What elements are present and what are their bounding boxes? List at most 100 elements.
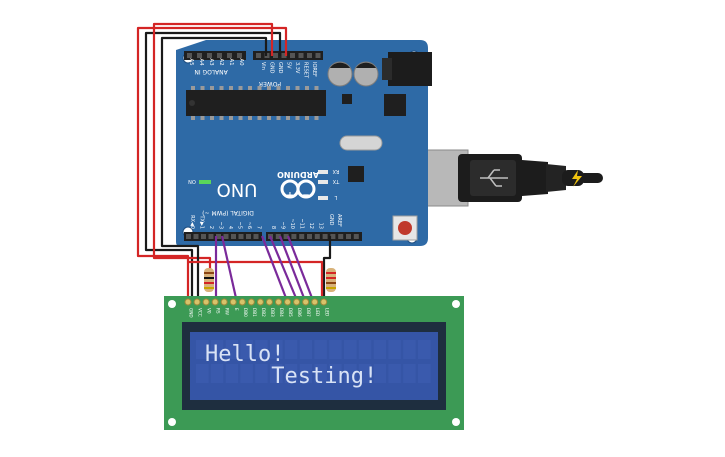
lcd-pin[interactable] — [247, 298, 255, 306]
digital-pin-label: TX▶1 — [199, 214, 205, 229]
lcd-pin[interactable] — [184, 298, 192, 306]
lcd-pin-header[interactable] — [184, 298, 328, 306]
analog-pin-label: A3 — [208, 58, 214, 66]
wire-gnd-black-3[interactable] — [322, 236, 332, 298]
crystal-oscillator — [339, 135, 383, 151]
lcd-char-cell — [225, 364, 239, 383]
power-led: ON — [188, 178, 211, 184]
wires[interactable] — [136, 22, 332, 299]
lcd-pin[interactable] — [211, 298, 219, 306]
digital-pin-label: 2 — [208, 226, 214, 229]
microcontroller-chip — [186, 86, 326, 120]
svg-text:L: L — [334, 194, 337, 200]
analog-power-header[interactable] — [184, 51, 323, 60]
lcd-char-cell — [418, 340, 431, 359]
lcd-pin[interactable] — [220, 298, 228, 306]
lcd-pin[interactable] — [284, 298, 292, 306]
lcd-pin[interactable] — [202, 298, 210, 306]
digital-pin-label: ~9 — [280, 222, 286, 229]
digital-pin-label: 12 — [308, 223, 314, 229]
lightning-icon — [572, 170, 582, 187]
wire-db7[interactable] — [286, 235, 314, 299]
power-pin-label: RESET — [303, 62, 309, 79]
lcd-char-cell — [284, 340, 298, 359]
lcd-pin-label: DB0 — [243, 308, 248, 317]
lcd-char-cell — [196, 340, 209, 359]
lcd-char-cell — [284, 364, 298, 383]
power-header-label: POWER — [259, 80, 281, 87]
aref-gnd-labels: AREF GND — [328, 214, 342, 227]
lcd-pin-label: VCC — [198, 308, 203, 317]
lcd-pin-label: E — [234, 308, 239, 311]
resistor-contrast[interactable] — [204, 268, 214, 292]
status-leds: RX TX L — [318, 168, 340, 200]
lcd-char-cell — [418, 364, 431, 383]
lcd-pin[interactable] — [320, 298, 328, 306]
lcd-pin[interactable] — [293, 298, 301, 306]
lcd-pin-label: DB2 — [261, 308, 266, 317]
svg-text:GND: GND — [328, 214, 334, 226]
lcd-pin[interactable] — [275, 298, 282, 306]
svg-text:POWER: POWER — [259, 80, 281, 87]
wire-db6[interactable] — [278, 235, 306, 299]
wire-gnd-black-2[interactable] — [160, 36, 268, 298]
power-pin-label: 3.3V — [294, 62, 300, 74]
lcd-pin[interactable] — [311, 298, 319, 306]
wire-db5[interactable] — [268, 235, 298, 299]
lcd-char-cell — [255, 364, 268, 383]
lcd-char-cell — [255, 340, 268, 359]
lcd-char-cell — [270, 340, 283, 359]
lcd-char-cell — [299, 340, 313, 359]
analog-pin-label: A0 — [238, 58, 244, 66]
lcd-char-cell — [210, 340, 224, 359]
lcd-pin[interactable] — [229, 298, 237, 306]
lcd-pin[interactable] — [238, 298, 246, 306]
power-pin-label: GND — [277, 62, 283, 74]
lcd-char-cell — [373, 364, 387, 383]
analog-pin-label: A5 — [188, 58, 194, 66]
lcd-char-cell — [329, 340, 342, 359]
lcd-pin[interactable] — [193, 298, 201, 306]
lcd-char-cell — [210, 364, 224, 383]
svg-text:ON: ON — [188, 178, 196, 184]
power-pin-label: 5V — [286, 62, 292, 69]
lcd-pin[interactable] — [302, 298, 310, 306]
lcd-line-1: Hello! — [205, 342, 284, 367]
power-pin-label: Vin — [260, 62, 266, 70]
lcd-pin-label: RS — [216, 308, 221, 314]
svg-text:+: + — [286, 189, 294, 199]
lcd-pin-label: DB3 — [270, 308, 275, 317]
wire-red-led[interactable] — [188, 260, 324, 298]
digital-pin-label: ~5 — [237, 222, 243, 229]
wire-e[interactable] — [220, 235, 238, 299]
lcd-pin-label: LED — [315, 308, 320, 316]
usb-icon — [480, 169, 508, 187]
lcd-pin[interactable] — [256, 298, 264, 306]
resistor-backlight[interactable] — [326, 268, 336, 292]
lcd-char-cell — [403, 364, 416, 383]
wire-db4[interactable] — [260, 235, 288, 299]
lcd-char-cell — [344, 364, 357, 383]
digital-header[interactable] — [184, 232, 362, 241]
power-pin-label: GND — [269, 62, 275, 74]
usb-chip — [348, 166, 364, 182]
power-jack[interactable] — [382, 52, 432, 86]
lcd-line-2: Testing! — [205, 364, 377, 389]
reset-button[interactable] — [392, 215, 418, 241]
lcd-char-cell — [314, 340, 327, 359]
digital-pin-label: ~11 — [299, 218, 305, 229]
arduino-logo: ARDUINO UNO + − — [217, 170, 319, 200]
voltage-regulator — [384, 94, 406, 116]
wire-5v-red-2[interactable] — [152, 22, 274, 270]
svg-text:RX: RX — [332, 168, 339, 174]
lcd-pin[interactable] — [265, 298, 273, 306]
lcd-char-cell — [388, 364, 401, 383]
svg-text:AREF: AREF — [336, 214, 342, 227]
lcd-pin-label: DB5 — [288, 308, 293, 317]
lcd-char-cell — [403, 340, 416, 359]
digital-pin-label: ~6 — [246, 222, 252, 229]
